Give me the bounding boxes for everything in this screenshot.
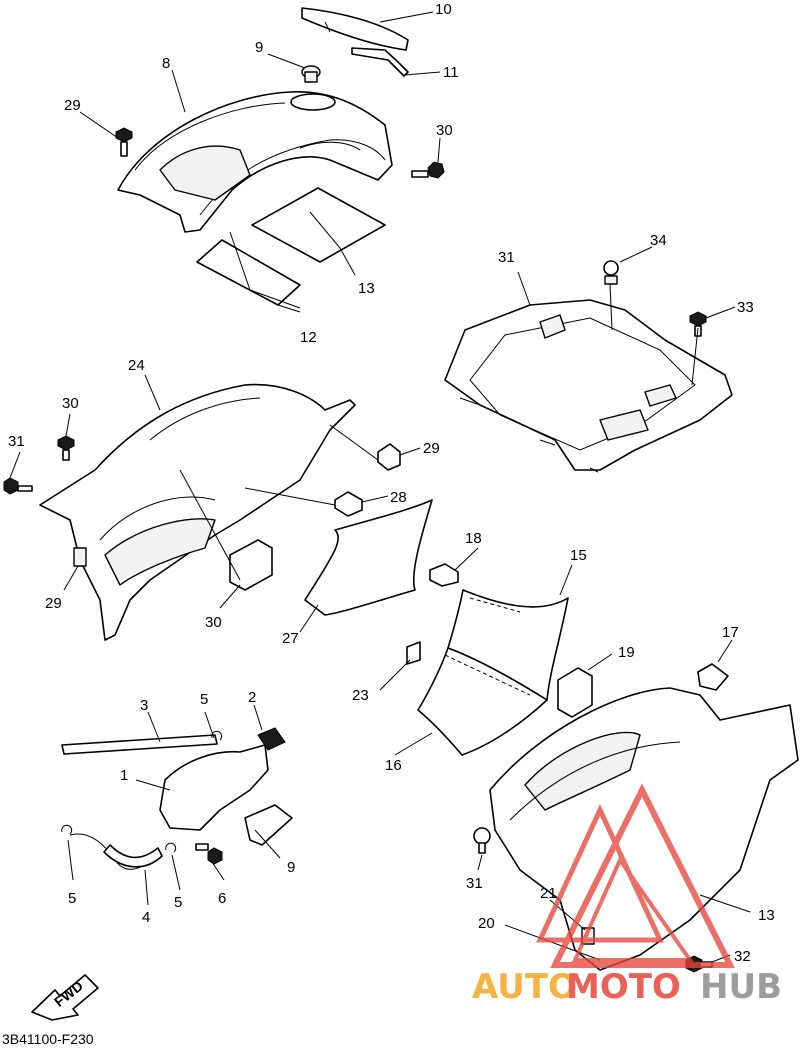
callout-5-left: 5	[68, 890, 76, 907]
part-34-clip	[603, 260, 619, 285]
callout-6: 6	[218, 890, 226, 907]
part-30-bolt-left	[57, 435, 75, 461]
callout-18: 18	[465, 530, 482, 547]
callout-11: 11	[443, 64, 459, 81]
part-27-clip	[73, 547, 87, 567]
callout-7: 9	[287, 859, 295, 876]
part-5-clamp-top	[211, 730, 223, 741]
callout-28: 30	[205, 614, 222, 631]
part-29-bolt-left	[115, 127, 133, 157]
part-32-carrier	[444, 299, 733, 473]
part-3-rod	[61, 734, 218, 755]
callout-4: 4	[142, 909, 150, 926]
part-19-block	[557, 667, 593, 718]
callout-9: 9	[255, 39, 263, 56]
part-29-bolt-right	[411, 161, 445, 179]
part-5-clamp-left	[61, 824, 73, 835]
part-5-clamp-right	[165, 842, 177, 853]
callout-23: 24	[128, 357, 145, 374]
part-2-clip	[257, 727, 286, 751]
callout-5-right: 5	[174, 894, 182, 911]
callout-26: 29	[423, 440, 440, 457]
callout-19: 19	[618, 644, 635, 661]
diagram-code: 3B41100-F230	[2, 1031, 94, 1047]
part-11-bracket	[351, 47, 409, 77]
part-25-block	[334, 491, 363, 517]
callout-16: 16	[385, 757, 402, 774]
part-24-panel	[304, 499, 433, 616]
callout-25: 28	[390, 489, 407, 506]
callout-17: 17	[722, 624, 739, 641]
part-10-cover	[301, 7, 409, 51]
callout-27: 29	[45, 595, 62, 612]
part-16-panel	[417, 647, 548, 756]
fwd-arrow: FWD	[31, 974, 99, 1021]
part-1-housing	[159, 744, 269, 831]
part-13-pad	[251, 187, 386, 263]
part-4-hose-body	[103, 844, 163, 868]
part-7-pad	[244, 804, 293, 846]
watermark-hub: HUB	[700, 967, 782, 1007]
callout-32: 31	[498, 249, 515, 266]
callout-13: 13	[358, 280, 375, 297]
watermark-logo	[536, 783, 735, 968]
watermark-triangle-outer	[550, 783, 735, 968]
part-23-side-cover	[39, 383, 356, 641]
callout-1: 1	[120, 767, 128, 784]
callout-5-top: 5	[200, 691, 208, 708]
watermark-auto: AUTO	[472, 967, 577, 1007]
callout-20: 20	[478, 915, 495, 932]
watermark-triangle-mid	[571, 855, 694, 962]
part-30-bolt-right	[473, 827, 491, 854]
callout-30-right: 31	[466, 875, 483, 892]
part-22-block	[406, 641, 421, 665]
part-26-block	[377, 443, 401, 471]
callout-33: 33	[737, 299, 754, 316]
callout-2: 2	[248, 689, 256, 706]
part-8-rear-fender	[117, 91, 393, 233]
part-31-bolt-left	[3, 477, 33, 495]
callout-31-right: 32	[734, 948, 751, 965]
callout-30-left: 30	[62, 395, 79, 412]
part-17-block	[697, 663, 729, 691]
part-28-block	[229, 539, 273, 591]
callout-31-left: 31	[8, 433, 25, 450]
callout-34: 34	[650, 232, 667, 249]
callout-labels: 10 9 8 11 29 30 13 12 34 31 33 24 30 31 …	[8, 1, 775, 965]
callout-15: 15	[570, 547, 587, 564]
callout-29-right: 30	[436, 122, 453, 139]
leader-lines	[9, 11, 751, 963]
callout-14: 13	[758, 907, 775, 924]
callout-10: 10	[435, 1, 452, 18]
watermark-text: AUTO MOTO HUB	[472, 967, 782, 1007]
part-14-side-cover	[489, 687, 799, 971]
callout-12: 12	[300, 329, 317, 346]
watermark-moto: MOTO	[566, 967, 681, 1007]
callout-29-left: 29	[64, 97, 81, 114]
callout-8: 8	[162, 55, 170, 72]
callout-3: 3	[140, 697, 148, 714]
part-9-grommet	[301, 65, 321, 83]
callout-21: 21	[540, 885, 557, 902]
callout-24: 27	[282, 630, 299, 647]
callout-22: 23	[352, 687, 369, 704]
part-12-pad	[196, 239, 301, 306]
part-18-block	[429, 563, 459, 587]
part-6-bolt	[195, 843, 223, 865]
